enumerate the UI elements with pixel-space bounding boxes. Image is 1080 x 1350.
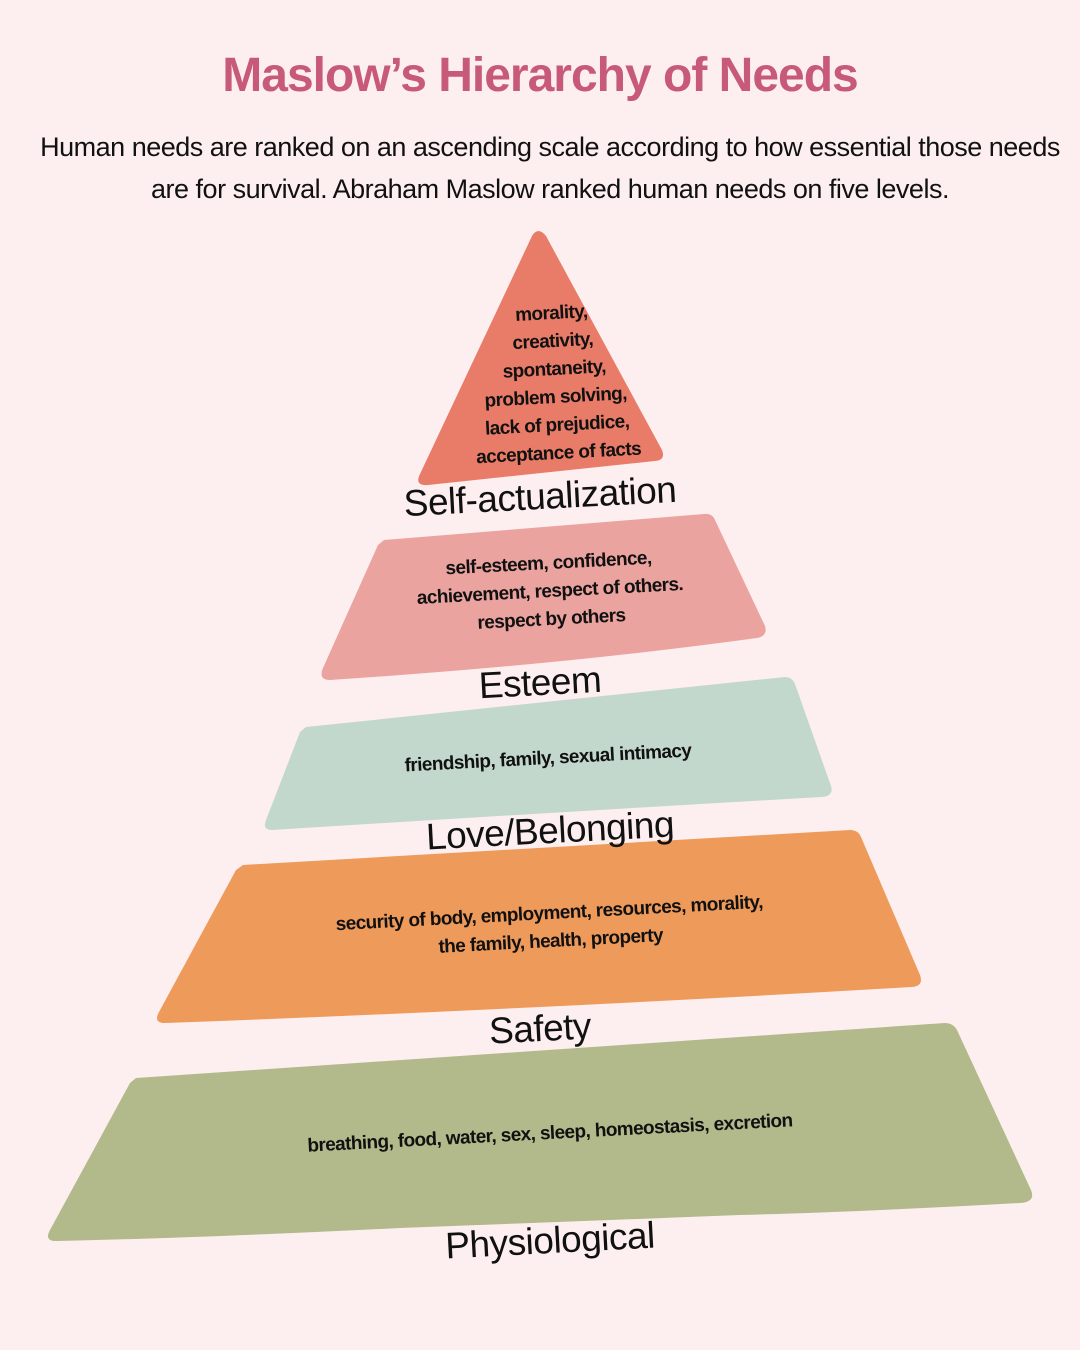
esteem-tier (321, 513, 766, 680)
self-actualization-description: morality, creativity, spontaneity, probl… (436, 294, 674, 474)
physiological-tier (48, 1023, 1033, 1241)
self-actualization-tier (418, 231, 664, 486)
page-title: Maslow’s Hierarchy of Needs (222, 49, 858, 102)
page-subtitle: Human needs are ranked on an ascending s… (40, 132, 1060, 204)
love-belonging-tier (264, 677, 832, 830)
esteem-description: self-esteem, confidence, achievement, re… (378, 541, 722, 643)
safety-tier (157, 830, 921, 1023)
